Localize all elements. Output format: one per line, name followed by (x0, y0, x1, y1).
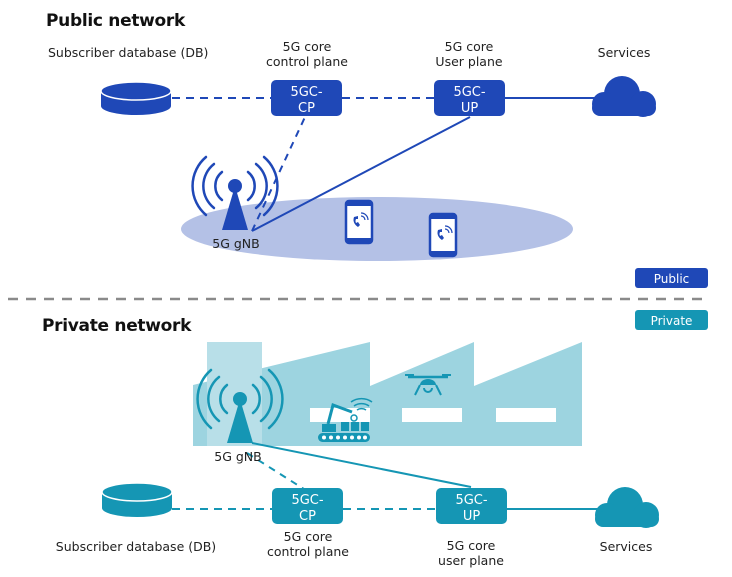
private-5gc-up-node: 5GC- UP (436, 488, 507, 524)
public-up-caption-line2: User plane (435, 54, 502, 69)
public-link-gnb-up (251, 116, 471, 232)
private-cp-caption-line1: 5G core (284, 529, 333, 544)
public-up-node-line1: 5GC- (453, 85, 485, 100)
smartphone-call-icon (344, 199, 374, 245)
public-cp-node-line1: 5GC- (290, 85, 322, 100)
private-gnb-tower-icon (196, 368, 284, 443)
public-cp-caption-line2: control plane (266, 54, 348, 69)
public-db-label: Subscriber database (DB) (48, 45, 208, 60)
public-services-label: Services (598, 45, 651, 60)
private-up-caption-line2: user plane (438, 553, 504, 568)
public-5gc-cp-node: 5GC- CP (271, 80, 342, 116)
smartphone-call-icon (428, 212, 458, 258)
public-services-cloud-icon (592, 76, 656, 117)
private-services-label: Services (600, 539, 653, 554)
public-up-caption-line1: 5G core (445, 39, 494, 54)
private-up-caption-line1: 5G core (447, 538, 496, 553)
private-network-section: Private network Private (42, 310, 708, 568)
public-network-section: Public network Subscriber database (DB) … (46, 11, 708, 288)
private-up-node-line1: 5GC- (455, 493, 487, 508)
robotic-arm-conveyor-icon (318, 397, 373, 442)
public-cp-node-line2: CP (298, 101, 315, 116)
private-network-title: Private network (42, 316, 192, 336)
public-network-title: Public network (46, 11, 186, 31)
private-link-gnb-up (251, 442, 472, 488)
private-cp-node-line1: 5GC- (291, 493, 323, 508)
private-5gc-cp-node: 5GC- CP (272, 488, 343, 524)
private-services-cloud-icon (595, 487, 659, 528)
public-database-icon (100, 81, 172, 115)
public-gnb-tower-icon (191, 155, 279, 230)
private-gnb-label: 5G gNB (214, 449, 261, 464)
public-cp-caption-line1: 5G core (283, 39, 332, 54)
private-badge: Private (635, 310, 708, 330)
private-up-node-line2: UP (463, 509, 481, 524)
public-badge: Public (635, 268, 708, 288)
public-coverage-area (181, 197, 573, 261)
drone-icon (405, 374, 451, 396)
private-cp-node-line2: CP (299, 509, 316, 524)
factory-building-icon (193, 342, 582, 446)
private-db-label: Subscriber database (DB) (56, 539, 216, 554)
public-5gc-up-node: 5GC- UP (434, 80, 505, 116)
public-link-gnb-cp (251, 116, 306, 232)
private-database-icon (101, 482, 173, 517)
public-gnb-label: 5G gNB (212, 236, 259, 251)
public-up-node-line2: UP (461, 101, 479, 116)
private-cp-caption-line2: control plane (267, 544, 349, 559)
private-badge-label: Private (651, 314, 693, 328)
public-badge-label: Public (654, 272, 690, 286)
